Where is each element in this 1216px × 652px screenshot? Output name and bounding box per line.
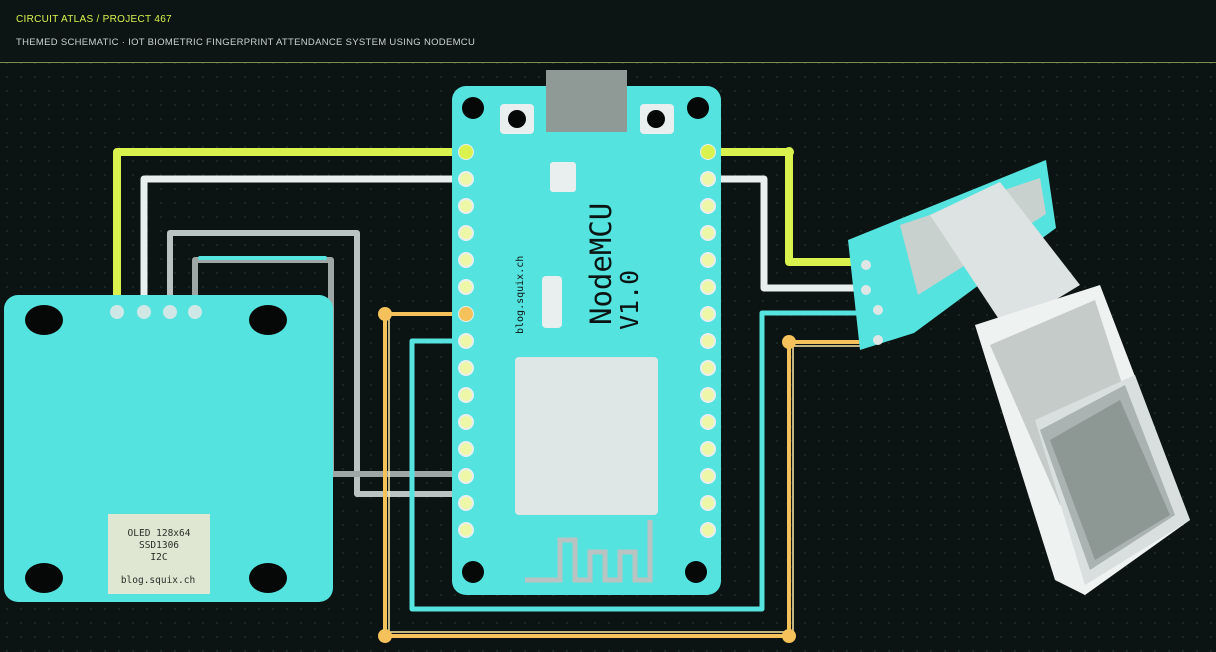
- header-pin: [700, 306, 716, 322]
- wire-oled-gnd[interactable]: [140, 175, 467, 314]
- oled-label-sticker: [108, 514, 210, 594]
- header-pin: [458, 522, 474, 538]
- nodemcu-right-pins: [700, 144, 716, 538]
- oled-label-line-2: SSD1306: [139, 540, 179, 551]
- header-pin: [458, 495, 474, 511]
- header-pin: [700, 414, 716, 430]
- header-pin: [700, 333, 716, 349]
- header-pin: [458, 252, 474, 268]
- header-pin: [458, 414, 474, 430]
- header-pin: [700, 198, 716, 214]
- fp-pins: [861, 260, 883, 345]
- wire-oled-vcc[interactable]: [113, 148, 470, 314]
- header-pin: [458, 441, 474, 457]
- header-pin: [458, 333, 474, 349]
- page-subtitle: THEMED SCHEMATIC · IOT BIOMETRIC FINGERP…: [16, 37, 476, 48]
- fingerprint-sensor[interactable]: [848, 160, 1190, 595]
- oled-label-line-1: OLED 128x64: [128, 528, 191, 539]
- header-pin: [458, 225, 474, 241]
- header-pin: [458, 468, 474, 484]
- wire-oled-scl[interactable]: [167, 230, 469, 497]
- header-pin: [700, 225, 716, 241]
- header-pin: [700, 495, 716, 511]
- nodemcu-left-pins: [458, 144, 474, 538]
- wire-fp-gnd[interactable]: [704, 175, 864, 292]
- mount-hole: [25, 563, 63, 593]
- header-pin: [458, 171, 474, 187]
- breadcrumb[interactable]: CIRCUIT ATLAS / PROJECT 467: [16, 14, 172, 25]
- header-pin: [458, 279, 474, 295]
- mount-hole: [685, 561, 707, 583]
- header-pin: [700, 522, 716, 538]
- header-pin: [700, 360, 716, 376]
- antenna-icon: [525, 520, 653, 583]
- header-pin: [700, 468, 716, 484]
- oled-header-pins: [110, 305, 202, 319]
- mount-hole: [462, 97, 484, 119]
- header-pin: [700, 387, 716, 403]
- nodemcu-board[interactable]: NodeMCU V1.0 blog.squix.ch: [452, 70, 721, 595]
- header-bar: CIRCUIT ATLAS / PROJECT 467 THEMED SCHEM…: [0, 0, 1216, 63]
- button: [542, 276, 562, 328]
- header-pin: [458, 387, 474, 403]
- mount-hole: [687, 97, 709, 119]
- header-pin: [700, 441, 716, 457]
- wire-fp-rx[interactable]: [383, 312, 863, 638]
- header-pin: [458, 360, 474, 376]
- header-pin: [458, 198, 474, 214]
- board-version: V1.0: [615, 270, 644, 330]
- oled-label-line-3: I2C: [150, 552, 167, 563]
- header-pin: [700, 171, 716, 187]
- mount-hole: [249, 563, 287, 593]
- mount-hole: [462, 561, 484, 583]
- mount-hole: [249, 305, 287, 335]
- wire-fp-tx[interactable]: [409, 310, 864, 612]
- wire-endpoints: [378, 145, 796, 643]
- oled-label-url: blog.squix.ch: [121, 575, 195, 586]
- wire-fp-vcc[interactable]: [704, 148, 864, 266]
- esp-chip: [515, 357, 658, 515]
- mount-hole: [25, 305, 63, 335]
- board-name: NodeMCU: [584, 203, 618, 325]
- header-pin: [700, 279, 716, 295]
- board-side-text: blog.squix.ch: [515, 256, 526, 334]
- wire-oled-sda[interactable]: [192, 257, 469, 477]
- oled-module[interactable]: OLED 128x64 SSD1306 I2C blog.squix.ch: [4, 295, 333, 602]
- usb-connector: [546, 70, 627, 132]
- header-pin: [700, 252, 716, 268]
